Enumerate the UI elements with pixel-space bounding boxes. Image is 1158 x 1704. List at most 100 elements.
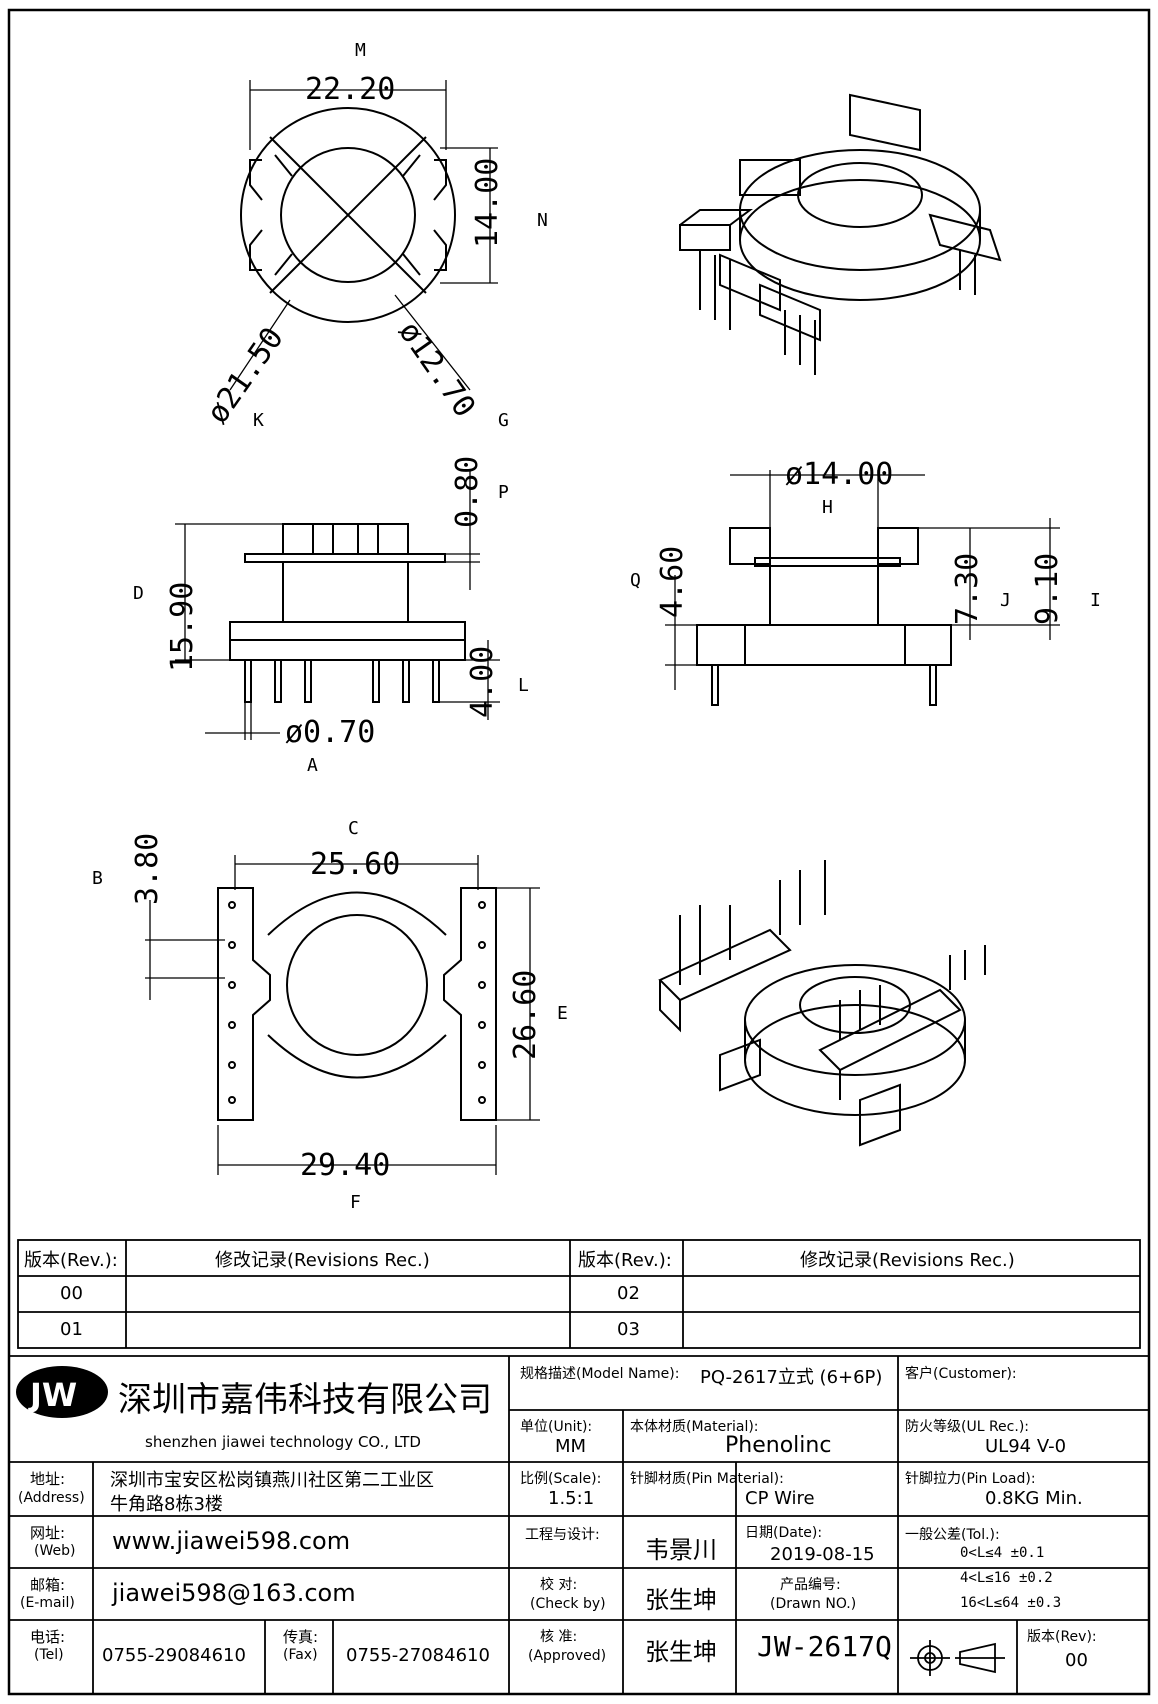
web-label: 网址: bbox=[30, 1524, 66, 1542]
dim-P-tag: P bbox=[498, 482, 509, 503]
check-label: 校 对: bbox=[540, 1577, 578, 1593]
diameter-line bbox=[269, 136, 427, 294]
material-value: Phenolinc bbox=[725, 1433, 832, 1458]
dim-M-tag: M bbox=[355, 40, 366, 61]
dim-B-value: 3.80 bbox=[130, 832, 165, 905]
material-label: 本体材质(Material): bbox=[630, 1419, 759, 1435]
dim-N-value: 14.00 bbox=[470, 157, 505, 248]
dim-M-value: 22.20 bbox=[305, 72, 396, 107]
dim-B-tag: B bbox=[92, 868, 103, 889]
rev-row-01: 01 bbox=[60, 1319, 83, 1340]
customer-label: 客户(Customer): bbox=[905, 1366, 1017, 1382]
address-label-en: (Address) bbox=[18, 1490, 85, 1506]
flange-ear bbox=[249, 159, 263, 271]
side-view-right bbox=[665, 470, 1060, 706]
checker-name: 张生坤 bbox=[645, 1586, 717, 1614]
company-logo-text: JW bbox=[30, 1376, 78, 1414]
date-label: 日期(Date): bbox=[745, 1525, 823, 1541]
product-no-label-en: (Drawn NO.) bbox=[770, 1596, 857, 1612]
fax-value: 0755-27084610 bbox=[346, 1645, 490, 1666]
drawing-number: JW-2617Q bbox=[757, 1630, 892, 1663]
outer-flange-circle bbox=[240, 107, 456, 323]
scale-value: 1.5:1 bbox=[548, 1488, 595, 1509]
projection-symbol-icon bbox=[910, 1640, 1005, 1676]
web-label-en: (Web) bbox=[34, 1543, 76, 1559]
dim-A-tag: A bbox=[307, 755, 318, 776]
pin-row bbox=[244, 659, 440, 703]
company-name-en: shenzhen jiawei technology CO., LTD bbox=[145, 1433, 421, 1451]
dim-P-value: 0.80 bbox=[450, 455, 485, 528]
rec-header-right: 修改记录(Revisions Rec.) bbox=[800, 1250, 1015, 1271]
rev-row-02: 02 bbox=[617, 1283, 640, 1304]
date-value: 2019-08-15 bbox=[770, 1544, 875, 1565]
title-block-grid bbox=[9, 1355, 1149, 1694]
model-label: 规格描述(Model Name): bbox=[520, 1366, 680, 1382]
dim-J-tag: J bbox=[1000, 590, 1011, 611]
company-name-cn: 深圳市嘉伟科技有限公司 bbox=[118, 1380, 492, 1420]
top-view bbox=[229, 80, 498, 391]
dim-A-value: ø0.70 bbox=[285, 715, 376, 750]
isometric-view-top bbox=[679, 93, 1002, 375]
rev-header-left: 版本(Rev.): bbox=[24, 1250, 118, 1271]
address-line1: 深圳市宝安区松岗镇燕川社区第二工业区 bbox=[110, 1470, 434, 1491]
flange-ear bbox=[433, 159, 447, 271]
tol-row-3: 16<L≤64 ±0.3 bbox=[960, 1595, 1062, 1611]
tol-label: 一般公差(Tol.): bbox=[905, 1527, 1000, 1543]
rec-header-left: 修改记录(Revisions Rec.) bbox=[215, 1250, 430, 1271]
tel-value: 0755-29084610 bbox=[102, 1645, 246, 1666]
product-no-label: 产品编号: bbox=[780, 1577, 841, 1593]
ul-value: UL94 V-0 bbox=[985, 1436, 1067, 1457]
company-logo-icon bbox=[16, 1366, 108, 1418]
dim-H-value: ø14.00 bbox=[785, 457, 894, 492]
dim-F-value: 29.40 bbox=[300, 1148, 391, 1183]
scale-label: 比例(Scale): bbox=[520, 1471, 602, 1487]
rev-row-03: 03 bbox=[617, 1319, 640, 1340]
revision-table-grid bbox=[17, 1239, 1141, 1349]
dim-E-tag: E bbox=[557, 1003, 568, 1024]
bottom-view bbox=[145, 855, 540, 1175]
dim-F-tag: F bbox=[350, 1192, 361, 1213]
dim-E-value: 26.60 bbox=[508, 969, 543, 1060]
approve-label: 核 准: bbox=[540, 1629, 578, 1645]
dim-L-tag: L bbox=[518, 675, 529, 696]
company-web-link[interactable]: www.jiawei598.com bbox=[112, 1527, 351, 1555]
isometric-view-bottom bbox=[658, 860, 986, 1147]
dim-N-tag: N bbox=[537, 210, 548, 231]
rev-value: 00 bbox=[1065, 1650, 1088, 1671]
tel-label-en: (Tel) bbox=[34, 1647, 64, 1663]
dim-D-tag: D bbox=[133, 583, 144, 604]
rev-row-00: 00 bbox=[60, 1283, 83, 1304]
dim-J-value: 7.30 bbox=[950, 552, 985, 625]
dim-D-value: 15.90 bbox=[165, 581, 200, 672]
dim-Q-tag: Q bbox=[630, 570, 641, 591]
ul-label: 防火等级(UL Rec.): bbox=[905, 1419, 1029, 1435]
slot-line bbox=[274, 154, 421, 276]
dim-Q-value: 4.60 bbox=[655, 545, 690, 618]
unit-value: MM bbox=[555, 1436, 587, 1457]
dim-L-value: 4.00 bbox=[465, 645, 500, 718]
fax-label: 传真: bbox=[283, 1628, 319, 1646]
unit-label: 单位(Unit): bbox=[520, 1419, 593, 1435]
dim-C-tag: C bbox=[348, 818, 359, 839]
email-label: 邮箱: bbox=[30, 1576, 66, 1594]
pin-material-value: CP Wire bbox=[745, 1488, 815, 1509]
fax-label-en: (Fax) bbox=[283, 1647, 318, 1663]
dim-K-tag: K bbox=[253, 410, 264, 431]
tol-row-2: 4<L≤16 ±0.2 bbox=[960, 1570, 1053, 1586]
model-value: PQ-2617立式 (6+6P) bbox=[700, 1367, 883, 1388]
dim-C-value: 25.60 bbox=[310, 847, 401, 882]
design-label: 工程与设计: bbox=[525, 1527, 600, 1543]
dim-H-tag: H bbox=[822, 497, 833, 518]
dim-G-tag: G bbox=[498, 410, 509, 431]
pin-holes-left bbox=[228, 901, 236, 1104]
pin-holes-right bbox=[478, 901, 486, 1104]
rev-label: 版本(Rev): bbox=[1027, 1629, 1097, 1645]
check-label-en: (Check by) bbox=[530, 1596, 606, 1612]
address-line2: 牛角路8栋3楼 bbox=[110, 1494, 223, 1515]
company-email-link[interactable]: jiawei598@163.com bbox=[112, 1579, 356, 1607]
address-label: 地址: bbox=[30, 1470, 66, 1488]
rev-header-right: 版本(Rev.): bbox=[578, 1250, 672, 1271]
designer-name: 韦景川 bbox=[645, 1536, 717, 1564]
tol-row-1: 0<L≤4 ±0.1 bbox=[960, 1545, 1045, 1561]
